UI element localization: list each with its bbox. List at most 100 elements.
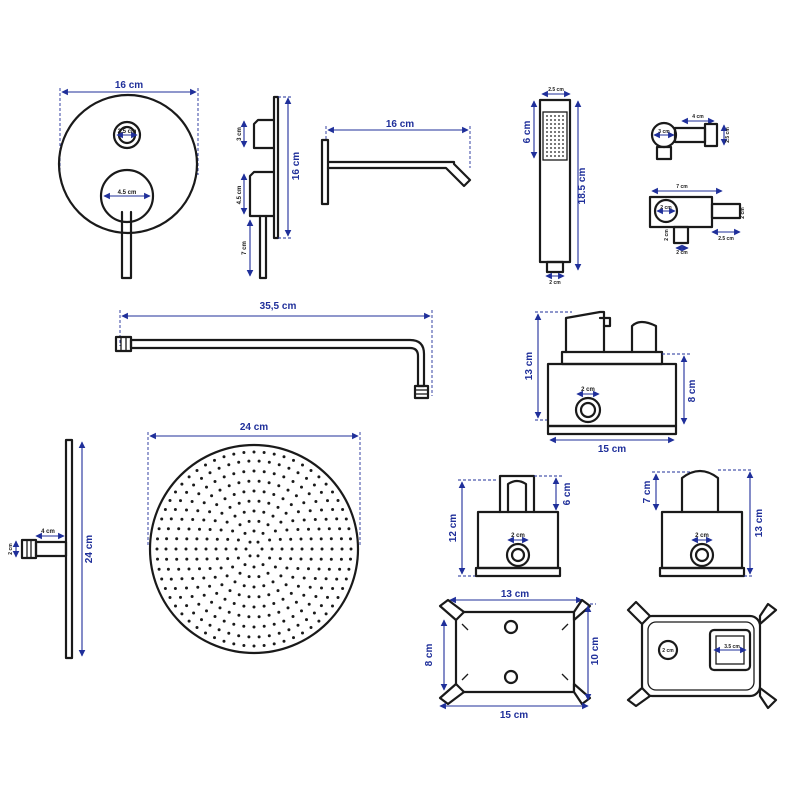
nozzle-dot: [305, 618, 308, 622]
nozzle-dot: [194, 547, 198, 551]
plate-top-label: 13 cm: [501, 589, 529, 600]
nozzle-dot: [308, 509, 312, 513]
nozzle-dot: [233, 580, 237, 584]
nozzle-dot: [180, 482, 184, 486]
side-mid-label: 4.5 cm: [237, 186, 243, 205]
nozzle-dot: [296, 510, 300, 514]
nozzle-dot: [155, 547, 159, 551]
nozzle-dot: [282, 455, 286, 459]
nozzle-dot: [196, 509, 200, 513]
nozzle-dot: [292, 636, 295, 640]
nozzle-dot: [338, 527, 342, 531]
nozzle-dot: [187, 567, 191, 571]
nozzle-dot: [232, 472, 236, 476]
nozzle-dot: [236, 556, 240, 560]
nozzle-dot: [300, 609, 303, 613]
box1-width-label: 15 cm: [598, 444, 626, 455]
nozzle-dot: [237, 634, 241, 638]
nozzle-dot: [278, 537, 282, 541]
nozzle-dot: [244, 547, 248, 551]
nozzle-dot: [168, 596, 172, 599]
hand-nozzle-dot: [546, 143, 548, 145]
holder-width-label: 4 cm: [692, 114, 704, 120]
nozzle-dot: [257, 575, 261, 579]
hand-nozzle-dot: [562, 139, 564, 141]
nozzle-dot: [190, 595, 194, 598]
nozzle-dot: [187, 619, 191, 623]
nozzle-dot: [335, 517, 339, 521]
nozzle-dot: [174, 604, 177, 608]
nozzle-dot: [317, 567, 321, 571]
nozzle-dot: [180, 612, 184, 616]
nozzle-dot: [156, 537, 159, 541]
nozzle-dot: [197, 602, 201, 606]
nozzle-dot: [191, 518, 195, 521]
nozzle-dot: [225, 574, 229, 578]
nozzle-dot: [213, 519, 217, 523]
nozzle-dot: [301, 463, 304, 467]
nozzle-dot: [261, 531, 265, 535]
nozzle-dot: [279, 520, 283, 524]
nozzle-dot: [341, 508, 345, 511]
nozzle-dot: [192, 611, 196, 615]
nozzle-dot: [225, 520, 229, 524]
hand-nozzle-dot: [546, 115, 548, 117]
nozzle-dot: [349, 557, 352, 561]
nozzle-dot: [169, 517, 173, 521]
nozzle-dot: [282, 475, 286, 479]
nozzle-dot: [222, 619, 226, 623]
nozzle-dot: [219, 566, 223, 570]
elbow-thread-b-label: 2 cm: [676, 250, 688, 256]
nozzle-dot: [242, 490, 246, 494]
hand-nozzle-dot: [558, 115, 560, 117]
rough-in-box-2: 12 cm 6 cm 2 cm: [448, 474, 573, 578]
hand-nozzle-dot: [558, 127, 560, 129]
nozzle-dot: [248, 540, 252, 544]
nozzle-dot: [335, 577, 339, 581]
hand-nozzle-dot: [558, 155, 560, 157]
nozzle-dot: [331, 490, 334, 494]
box3-port-label: 2 cm: [695, 533, 709, 539]
nozzle-dot: [291, 615, 295, 618]
hand-nozzle-dot: [562, 131, 564, 133]
hand-nozzle-dot: [546, 119, 548, 121]
nozzle-dot: [296, 584, 300, 588]
nozzle-dot: [227, 631, 231, 635]
nozzle-dot: [213, 575, 217, 579]
hand-nozzle-dot: [562, 151, 564, 153]
nozzle-dot: [286, 488, 290, 492]
nozzle-dot: [256, 540, 260, 544]
nozzle-dot: [252, 489, 256, 493]
nozzle-dot: [262, 470, 266, 474]
nozzle-dot: [232, 642, 236, 646]
nozzle-dot: [174, 547, 178, 551]
nozzle-dot: [330, 547, 334, 551]
nozzle-dot: [347, 567, 351, 571]
hand-nozzle-dot: [562, 123, 564, 125]
nozzle-dot: [213, 458, 216, 462]
nozzle-dot: [272, 493, 276, 496]
nozzle-dot: [185, 604, 189, 608]
nozzle-dot: [213, 615, 217, 618]
nozzle-dot: [267, 634, 271, 638]
hand-nozzle-dot: [554, 135, 556, 137]
nozzle-dot: [281, 497, 285, 501]
nozzle-dot: [222, 455, 226, 459]
nozzle-dot: [195, 537, 199, 541]
nozzle-dot: [279, 574, 283, 578]
nozzle-dot: [262, 510, 266, 514]
nozzle-dot: [272, 472, 276, 476]
nozzle-dot: [202, 576, 206, 580]
nozzle-dot: [302, 518, 306, 522]
nozzle-dot: [271, 514, 275, 518]
nozzle-dot: [187, 527, 191, 531]
nozzle-dot: [290, 547, 294, 551]
hand-base-label: 2 cm: [549, 280, 561, 286]
hand-nozzle-dot: [562, 115, 564, 117]
nozzle-dot: [262, 490, 266, 494]
box2-height-label: 12 cm: [448, 514, 459, 542]
nozzle-dot: [217, 466, 221, 470]
nozzle-dot: [310, 547, 314, 551]
nozzle-dot: [196, 585, 200, 589]
